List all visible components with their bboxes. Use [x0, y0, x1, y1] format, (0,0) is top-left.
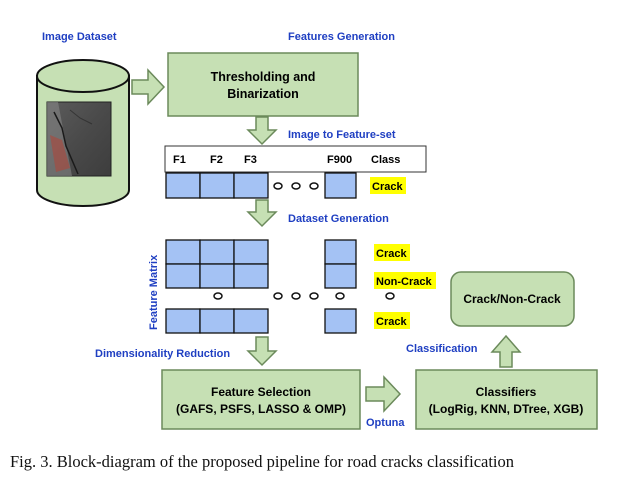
- classification-label: Classification: [406, 343, 478, 355]
- road-crack-image: [46, 101, 112, 177]
- arrow-down-1: [246, 116, 278, 146]
- feature-header-row: F1 F2 F3 F900 Class: [164, 145, 427, 173]
- arrow-right-2: [365, 375, 402, 413]
- image-dataset-cylinder: [36, 59, 130, 207]
- feature-selection-line1: Feature Selection: [211, 385, 311, 399]
- matrix-row3-tag: Crack: [376, 316, 407, 328]
- header-f2: F2: [210, 154, 223, 166]
- classifiers-box: Classifiers (LogRig, KNN, DTree, XGB): [415, 369, 598, 430]
- feature-selection-box: Feature Selection (GAFS, PSFS, LASSO & O…: [161, 369, 361, 430]
- feature-selection-line2: (GAFS, PSFS, LASSO & OMP): [176, 402, 346, 416]
- image-dataset-label: Image Dataset: [42, 31, 117, 43]
- features-generation-label: Features Generation: [288, 31, 395, 43]
- image-to-feature-set-label: Image to Feature-set: [288, 129, 396, 141]
- arrow-right-1: [131, 68, 166, 106]
- classifiers-line1: Classifiers: [476, 385, 537, 399]
- thresholding-box: Thresholding and Binarization: [167, 52, 359, 117]
- arrow-up: [490, 334, 522, 368]
- header-f1: F1: [173, 154, 186, 166]
- crack-noncrack-label: Crack/Non-Crack: [463, 292, 561, 306]
- thresholding-line2: Binarization: [227, 87, 299, 101]
- optuna-label: Optuna: [366, 417, 405, 429]
- classifiers-line2: (LogRig, KNN, DTree, XGB): [429, 402, 584, 416]
- arrow-down-3: [246, 336, 278, 367]
- feature-matrix-label: Feature Matrix: [148, 254, 160, 330]
- header-f900: F900: [327, 154, 352, 166]
- dataset-generation-label: Dataset Generation: [288, 213, 389, 225]
- header-f3: F3: [244, 154, 257, 166]
- arrow-down-2: [246, 199, 278, 228]
- feature-matrix: Crack Non-Crack Crack: [165, 239, 436, 334]
- crack-noncrack-output-box: Crack/Non-Crack: [450, 271, 575, 327]
- feature-vector-class-tag: Crack: [372, 181, 403, 193]
- matrix-row2-tag: Non-Crack: [376, 276, 433, 288]
- thresholding-line1: Thresholding and: [211, 70, 316, 84]
- header-class: Class: [371, 154, 400, 166]
- matrix-row1-tag: Crack: [376, 248, 407, 260]
- figure-caption: Fig. 3. Block-diagram of the proposed pi…: [10, 452, 515, 471]
- dimensionality-reduction-label: Dimensionality Reduction: [95, 348, 230, 360]
- feature-vector-row: Crack: [165, 172, 406, 199]
